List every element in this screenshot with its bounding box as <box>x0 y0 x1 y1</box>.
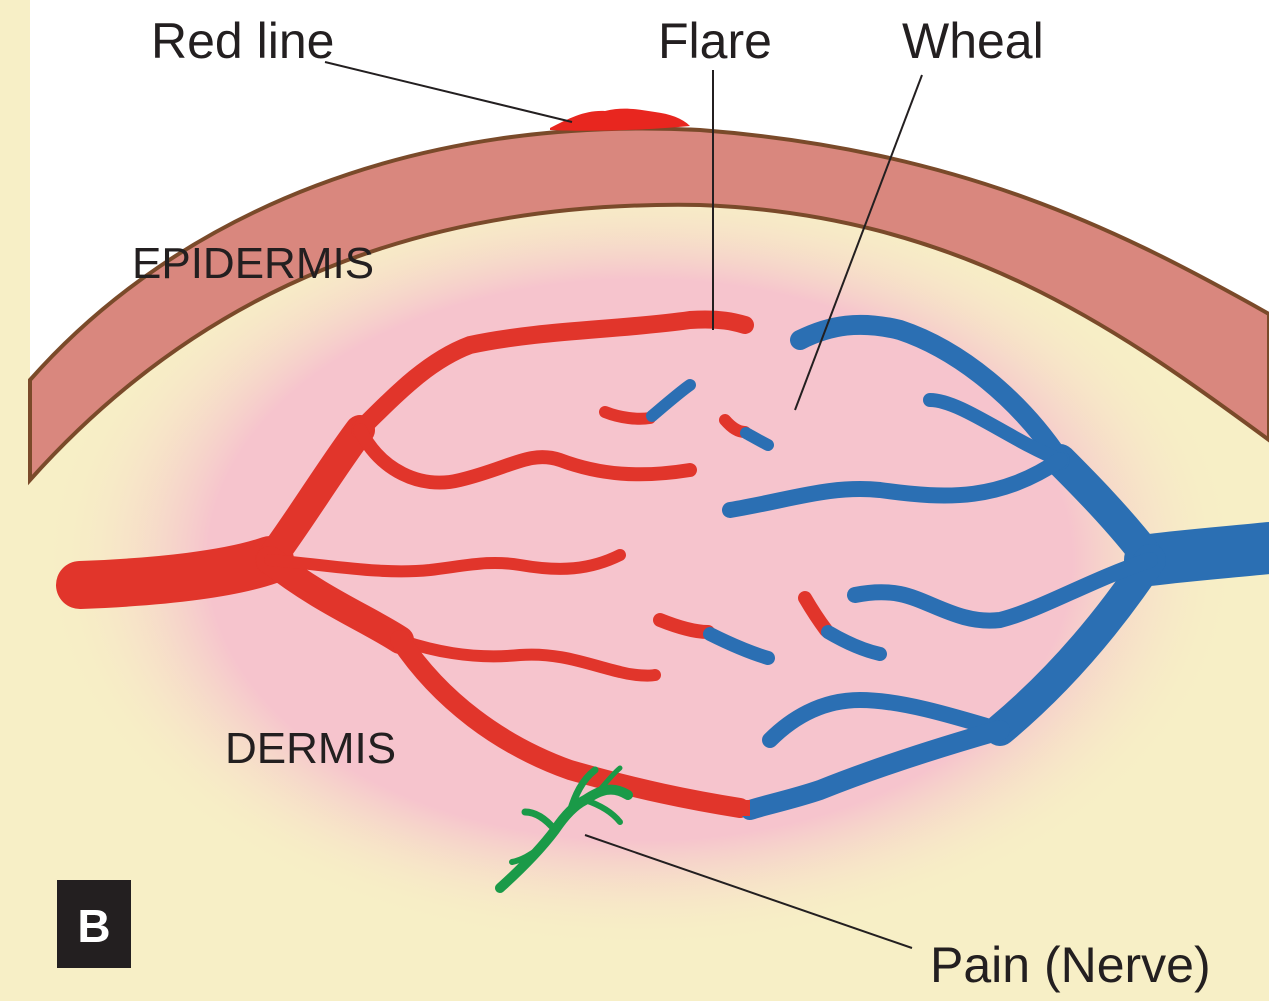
panel-letter: B <box>77 900 110 952</box>
venule-junction <box>735 800 750 816</box>
epidermis-label: EPIDERMIS <box>132 239 374 288</box>
capillary-1 <box>605 412 650 419</box>
dermis-label: DERMIS <box>225 724 396 773</box>
pain-nerve-label: Pain (Nerve) <box>930 937 1211 993</box>
wheal-label: Wheal <box>902 13 1044 69</box>
red-line-label: Red line <box>151 13 334 69</box>
flare-label: Flare <box>658 13 772 69</box>
